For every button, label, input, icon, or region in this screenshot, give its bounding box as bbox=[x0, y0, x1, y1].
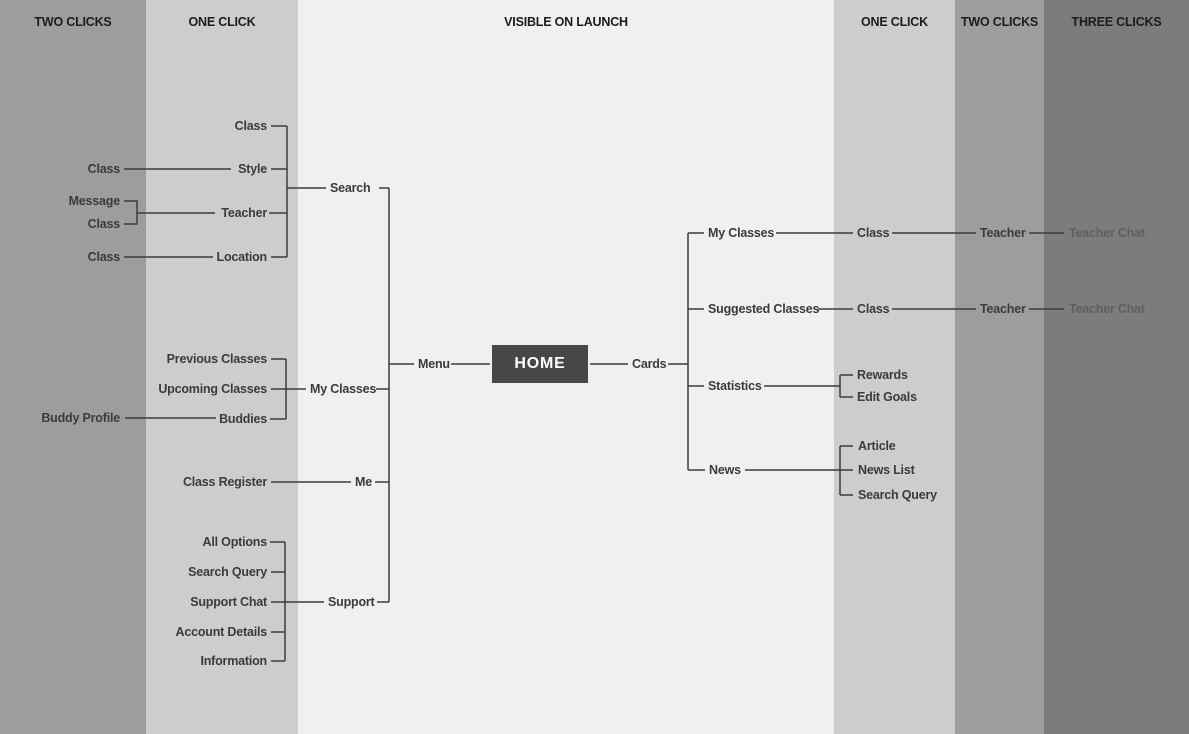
header-right-three-clicks: THREE CLICKS bbox=[1071, 15, 1162, 29]
header-left-one-click: ONE CLICK bbox=[188, 15, 256, 29]
node-suggested-teacher-chat: Teacher Chat bbox=[1069, 302, 1145, 316]
node-class-via-teacher: Class bbox=[87, 217, 121, 231]
node-article: Article bbox=[858, 439, 896, 453]
node-account-details: Account Details bbox=[175, 625, 268, 639]
home-label: HOME bbox=[514, 355, 566, 372]
node-news: News bbox=[709, 463, 741, 477]
node-cards: Cards bbox=[632, 357, 667, 371]
node-support: Support bbox=[328, 595, 375, 609]
node-previous-classes: Previous Classes bbox=[166, 352, 268, 366]
column-left-two-clicks bbox=[0, 0, 146, 734]
node-search: Search bbox=[330, 181, 371, 195]
node-menu: Menu bbox=[418, 357, 450, 371]
node-support-search-query: Search Query bbox=[188, 565, 267, 579]
column-right-three-clicks bbox=[1044, 0, 1189, 734]
node-statistics: Statistics bbox=[708, 379, 762, 393]
node-my-classes-teacher-chat: Teacher Chat bbox=[1069, 226, 1145, 240]
column-right-one-click bbox=[834, 0, 955, 734]
node-buddy-profile: Buddy Profile bbox=[41, 411, 120, 425]
node-search-teacher: Teacher bbox=[221, 206, 267, 220]
node-support-chat: Support Chat bbox=[190, 595, 267, 609]
node-information: Information bbox=[200, 654, 267, 668]
column-left-one-click bbox=[146, 0, 298, 734]
node-news-list: News List bbox=[858, 463, 915, 477]
node-message: Message bbox=[68, 194, 121, 208]
column-right-two-clicks bbox=[955, 0, 1044, 734]
header-right-two-clicks: TWO CLICKS bbox=[960, 15, 1039, 29]
node-suggested-teacher: Teacher bbox=[980, 302, 1026, 316]
node-edit-goals: Edit Goals bbox=[857, 390, 917, 404]
node-upcoming-classes: Upcoming Classes bbox=[158, 382, 267, 396]
node-rewards: Rewards bbox=[857, 368, 908, 382]
header-visible-on-launch: VISIBLE ON LAUNCH bbox=[504, 15, 628, 29]
node-all-options: All Options bbox=[202, 535, 268, 549]
cards-branch-connectors bbox=[590, 232, 1064, 496]
node-class-via-location: Class bbox=[87, 250, 121, 264]
node-suggested-class: Class bbox=[857, 302, 890, 316]
node-me: Me bbox=[355, 475, 372, 489]
node-search-style: Style bbox=[238, 162, 267, 176]
node-my-classes-card: My Classes bbox=[708, 226, 775, 240]
node-suggested-classes: Suggested Classes bbox=[708, 302, 820, 316]
header-right-one-click: ONE CLICK bbox=[861, 15, 928, 29]
node-home: HOME bbox=[492, 345, 588, 383]
node-search-class: Class bbox=[234, 119, 268, 133]
node-search-location: Location bbox=[216, 250, 268, 264]
header-left-two-clicks: TWO CLICKS bbox=[34, 15, 112, 29]
node-class-via-style: Class bbox=[87, 162, 121, 176]
node-my-classes-menu: My Classes bbox=[310, 382, 377, 396]
node-class-register: Class Register bbox=[182, 475, 267, 489]
node-my-classes-class: Class bbox=[857, 226, 890, 240]
node-my-classes-teacher: Teacher bbox=[980, 226, 1026, 240]
node-news-search-query: Search Query bbox=[858, 488, 937, 502]
menu-branch-connectors bbox=[124, 125, 490, 662]
node-buddies: Buddies bbox=[219, 412, 267, 426]
